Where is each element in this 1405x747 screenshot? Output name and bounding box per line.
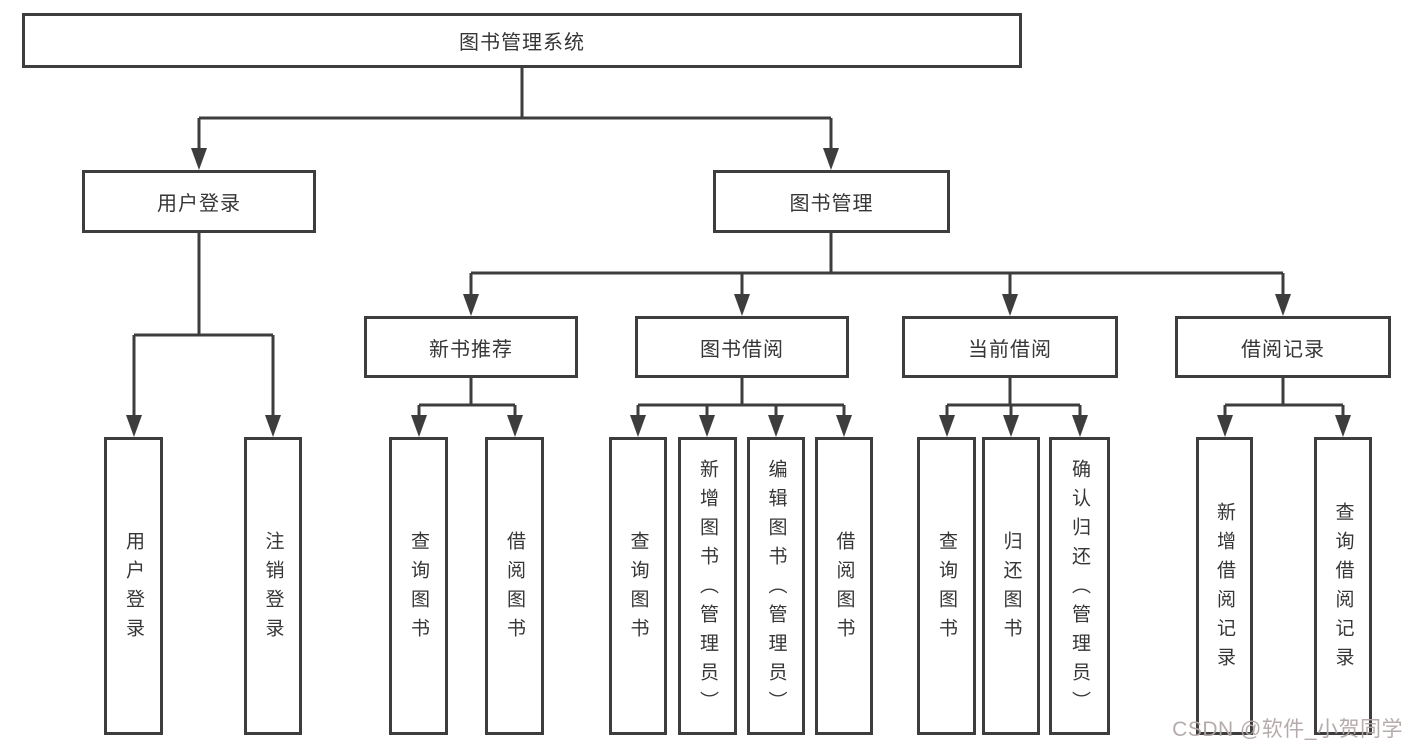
node-borrow-records: 借阅记录 xyxy=(1175,316,1391,378)
leaf-records-query-record: 查询借阅记录 xyxy=(1314,437,1372,735)
node-user-login: 用户登录 xyxy=(82,170,316,233)
connector-new-book-children xyxy=(417,376,517,419)
arrowheads-book-borrow-children xyxy=(630,415,852,437)
arrowheads-current-borrow-children xyxy=(939,415,1088,437)
arrowheads-level2 xyxy=(191,148,839,170)
leaf-current-confirm-return-admin: 确认归还（管理员） xyxy=(1049,437,1110,735)
node-book-borrow: 图书借阅 xyxy=(635,316,849,378)
arrowheads-user-login-children xyxy=(126,415,281,437)
leaf-records-add-record: 新增借阅记录 xyxy=(1196,437,1253,735)
connector-book-borrow-children xyxy=(636,376,846,419)
arrowheads-borrow-records-children xyxy=(1217,415,1351,437)
csdn-watermark: CSDN @软件_小贺同学 xyxy=(1172,718,1403,741)
arrowheads-level3 xyxy=(463,294,1291,316)
leaf-borrow-add-books-admin: 新增图书（管理员） xyxy=(678,437,737,735)
leaf-current-return-books: 归还图书 xyxy=(982,437,1040,735)
connector-current-borrow-children xyxy=(945,376,1082,419)
leaf-borrow-borrow-books: 借阅图书 xyxy=(815,437,873,735)
arrowheads-new-book-children xyxy=(411,415,523,437)
connector-user-login-children xyxy=(132,231,275,419)
connector-root-to-level2 xyxy=(197,66,833,152)
connector-book-management-children xyxy=(469,231,1285,298)
node-current-borrow: 当前借阅 xyxy=(902,316,1118,378)
leaf-user-login: 用户登录 xyxy=(104,437,163,735)
node-book-management: 图书管理 xyxy=(713,170,950,233)
leaf-borrow-query-books: 查询图书 xyxy=(609,437,667,735)
leaf-borrow-edit-books-admin: 编辑图书（管理员） xyxy=(747,437,805,735)
leaf-newbook-borrow-books: 借阅图书 xyxy=(485,437,544,735)
leaf-current-query-books: 查询图书 xyxy=(917,437,976,735)
connector-borrow-records-children xyxy=(1223,376,1345,419)
node-new-book-recommend: 新书推荐 xyxy=(364,316,578,378)
leaf-logout: 注销登录 xyxy=(244,437,302,735)
leaf-newbook-query-books: 查询图书 xyxy=(389,437,448,735)
node-system-root: 图书管理系统 xyxy=(22,13,1022,68)
